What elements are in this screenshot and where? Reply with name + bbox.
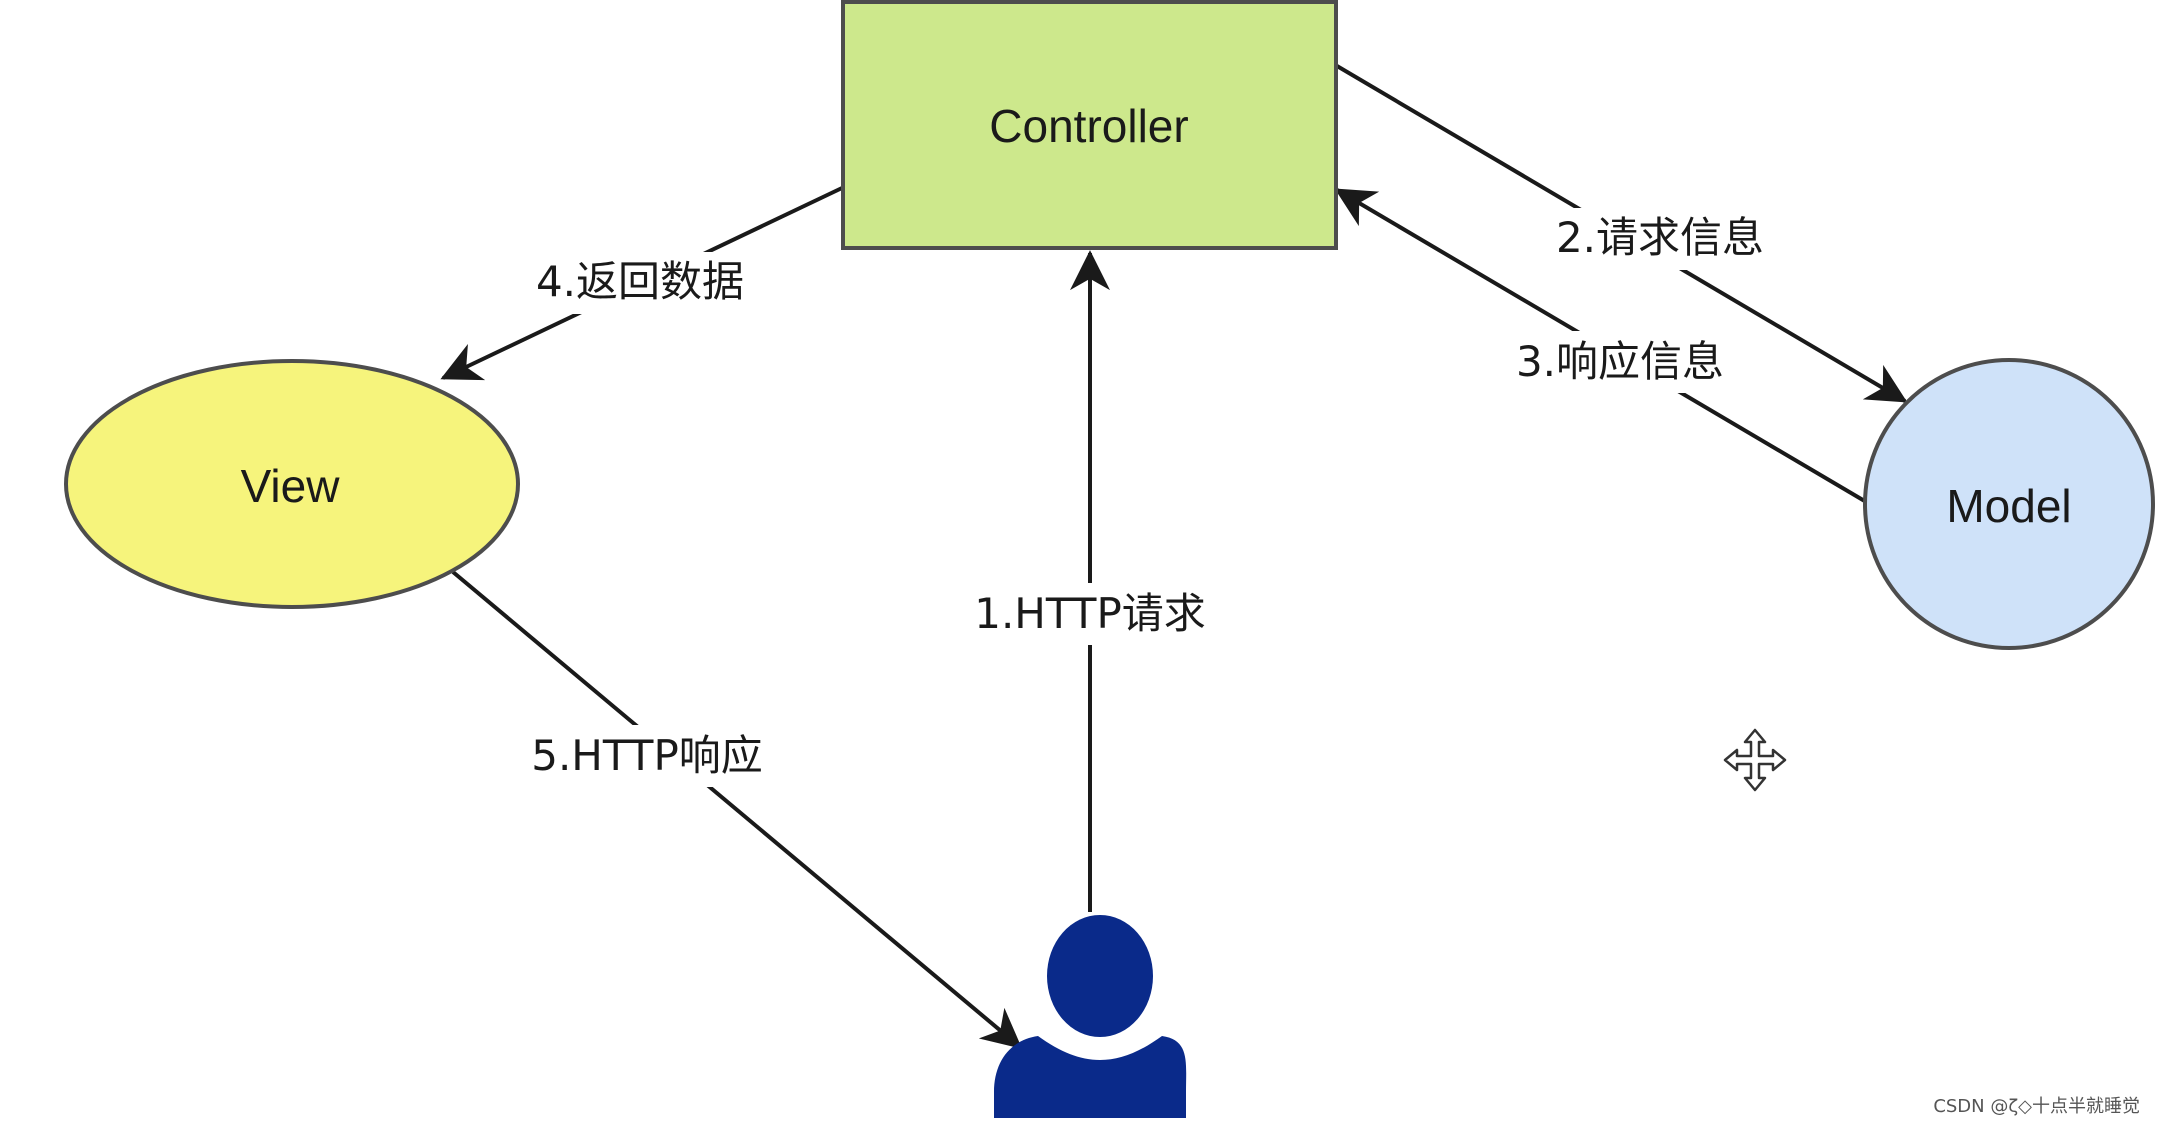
edge-return-data-label-bg [525, 252, 755, 314]
user-head [1047, 915, 1153, 1037]
controller-box [841, 0, 1338, 250]
model-label: Model [1946, 480, 2071, 532]
edge-request-info: 2.请求信息 [1335, 64, 1908, 403]
view-node: View [64, 359, 520, 609]
user-body [994, 1036, 1187, 1118]
edge-http-response-label-bg [520, 725, 775, 787]
view-ellipse [64, 359, 520, 609]
view-label: View [241, 460, 341, 512]
edge-http-response-label: 5.HTTP响应 [531, 731, 763, 780]
controller-label: Controller [989, 100, 1188, 152]
edge-return-data: 4.返回数据 [440, 186, 843, 381]
edge-response-info: 3.响应信息 [1334, 188, 1870, 505]
edge-http-response: 5.HTTP响应 [451, 570, 1023, 1049]
model-circle [1863, 358, 2155, 650]
model-node: Model [1863, 358, 2155, 650]
edge-request-info-label: 2.请求信息 [1556, 213, 1764, 262]
edge-return-data-label: 4.返回数据 [536, 257, 744, 306]
move-icon [1723, 728, 1787, 792]
edge-response-info-label-bg [1505, 331, 1735, 393]
csdn-watermark: CSDN @ζ◇十点半就睡觉 [1933, 1096, 2140, 1117]
edge-http-request-label-bg [965, 583, 1217, 645]
edge-http-request: 1.HTTP请求 [965, 250, 1217, 912]
edge-http-request-label: 1.HTTP请求 [974, 589, 1206, 638]
controller-node: Controller [841, 0, 1338, 250]
user-icon [994, 915, 1187, 1118]
edge-http-response-line [451, 570, 1023, 1049]
edge-response-info-label: 3.响应信息 [1516, 337, 1724, 386]
edge-request-info-label-bg [1545, 208, 1775, 270]
